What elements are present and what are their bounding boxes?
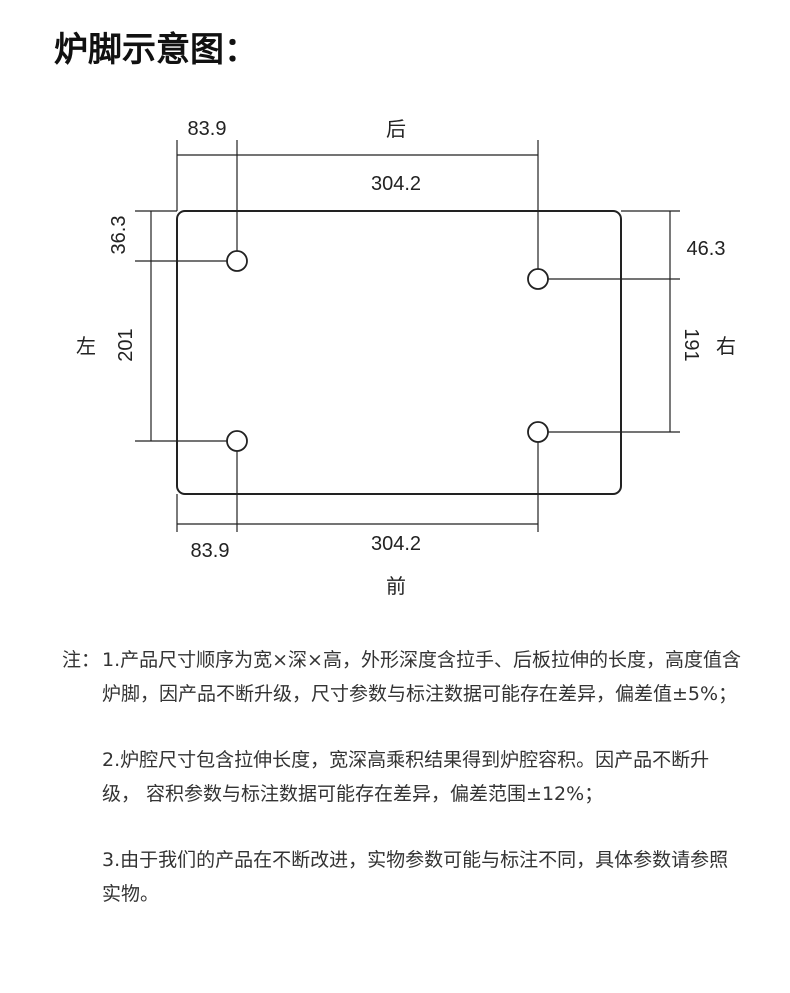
right-label: 右 — [716, 335, 736, 358]
left-label: 左 — [76, 335, 96, 358]
foot-rear-right — [527, 268, 549, 290]
notes-section: 注： 1.产品尺寸顺序为宽×深×高，外形深度含拉手、后板拉伸的长度，高度值含炉脚… — [62, 643, 742, 943]
left-span-label: 201 — [115, 328, 137, 361]
oven-base-outline — [176, 210, 622, 495]
foot-front-right — [527, 421, 549, 443]
top-width-label: 304.2 — [371, 173, 421, 195]
note-item: 3.由于我们的产品在不断改进，实物参数可能与标注不同，具体参数请参照实物。 — [102, 849, 729, 905]
bottom-offset-label: 83.9 — [191, 540, 230, 562]
right-span-label: 191 — [680, 328, 702, 361]
front-label: 前 — [386, 575, 406, 598]
foot-front-left — [226, 430, 248, 452]
note-item: 2.炉腔尺寸包含拉伸长度，宽深高乘积结果得到炉腔容积。因产品不断升级， 容积参数… — [102, 749, 710, 805]
foot-rear-left — [226, 250, 248, 272]
bottom-width-label: 304.2 — [371, 533, 421, 555]
note-item: 1.产品尺寸顺序为宽×深×高，外形深度含拉手、后板拉伸的长度，高度值含炉脚，因产… — [102, 649, 741, 705]
oven-feet-diagram: 83.9 后 304.2 83.9 304.2 前 左 36.3 201 46.… — [76, 118, 736, 598]
top-offset-label: 83.9 — [188, 118, 227, 140]
notes-label: 注： — [62, 649, 101, 671]
page-title: 炉脚示意图： — [54, 30, 258, 70]
left-offset-label: 36.3 — [108, 216, 130, 255]
right-offset-label: 46.3 — [687, 238, 726, 260]
rear-label: 后 — [386, 118, 406, 141]
